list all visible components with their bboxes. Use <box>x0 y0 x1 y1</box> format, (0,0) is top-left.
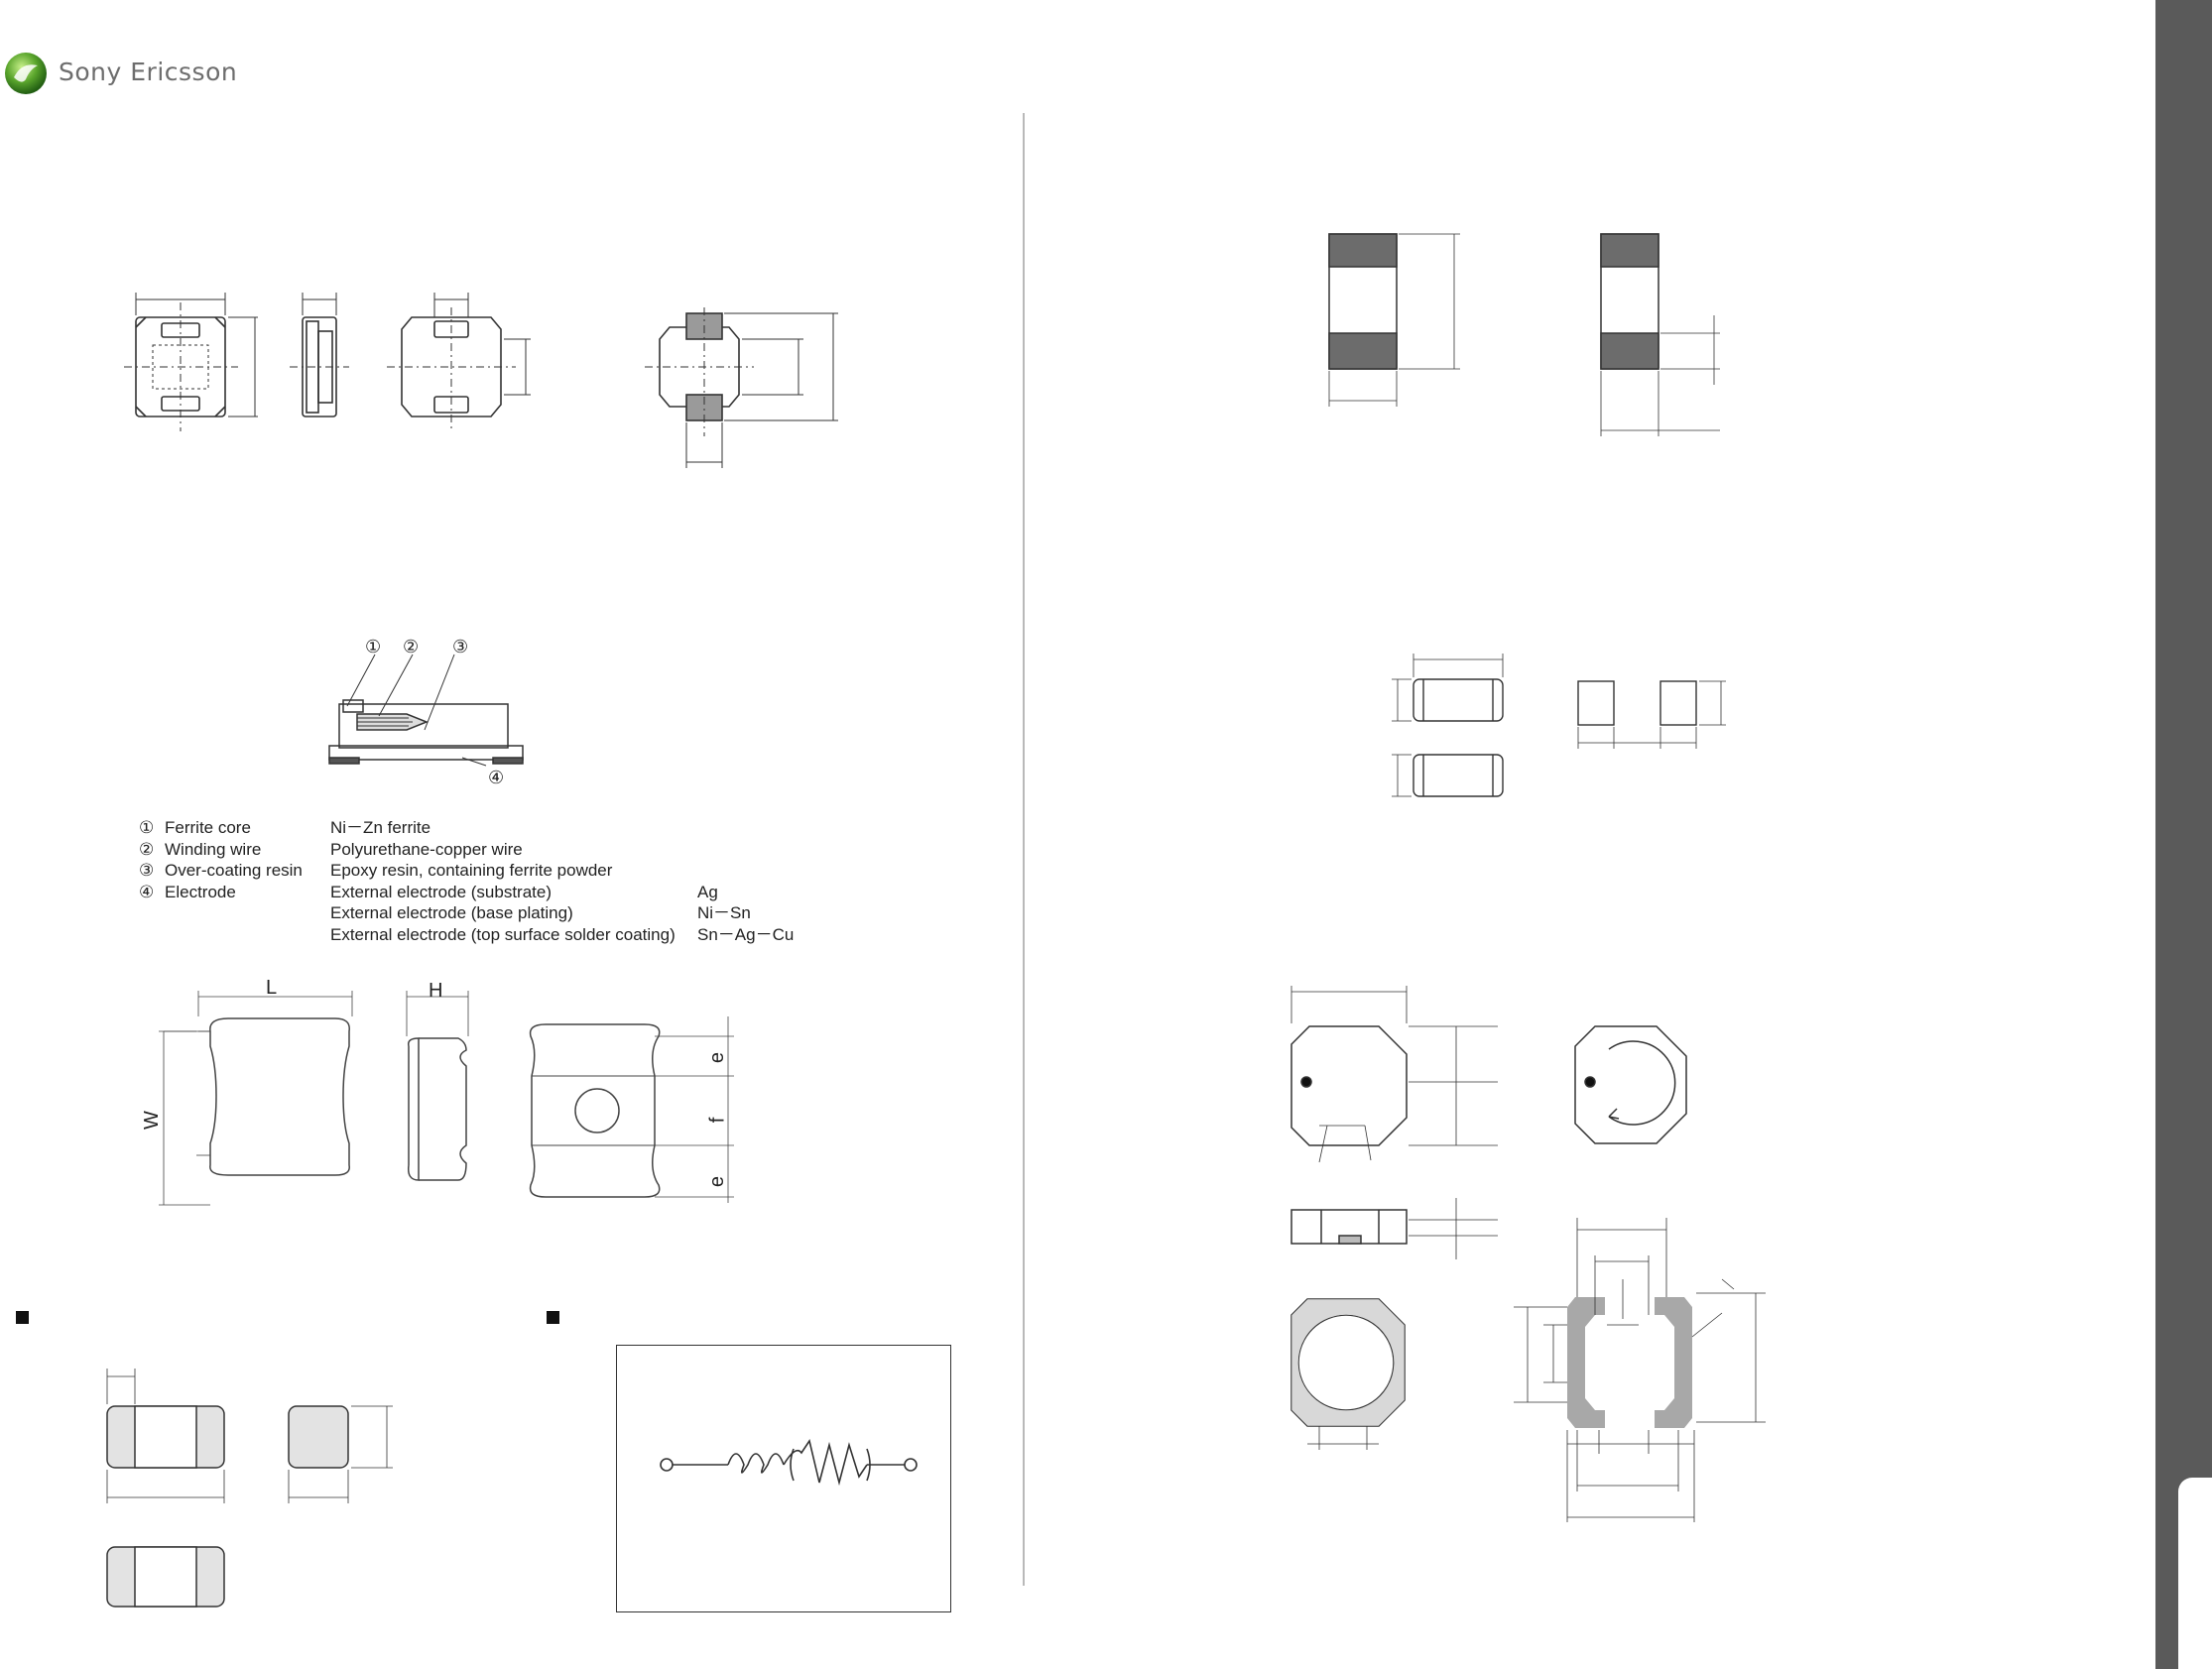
top-view <box>124 293 258 431</box>
bottom-view <box>387 293 531 431</box>
inductor-resistor-symbol <box>660 1439 918 1487</box>
brand-name: Sony Ericsson <box>59 58 238 86</box>
small-chips-drawing <box>1392 654 1726 797</box>
material-name: Polyurethane-copper wire <box>330 839 523 859</box>
brand-logo: Sony Ericsson <box>4 50 252 97</box>
material-part: Ferrite core <box>165 818 251 837</box>
side-tab-notch <box>2178 1478 2212 1669</box>
material-extra: Ag <box>697 882 718 901</box>
callout-3: ③ <box>452 637 469 656</box>
callout-1: ① <box>365 637 382 656</box>
material-part: Winding wire <box>165 839 262 859</box>
dim-label-h: H <box>429 980 443 1002</box>
land-pattern-view <box>645 307 838 468</box>
dim-label-l: L <box>266 977 278 999</box>
structure-cross-section <box>328 654 524 767</box>
material-extra: Sn－Ag－Cu <box>697 924 795 944</box>
chip-drawing <box>106 1369 393 1608</box>
equivalent-circuit-box <box>616 1345 951 1612</box>
section-bullet-center <box>547 1311 559 1324</box>
materials-table: ① Ferrite core Ni－Zn ferrite ② Winding w… <box>139 817 833 956</box>
dimension-drawing-lhw <box>159 991 734 1206</box>
callout-4: ④ <box>488 768 505 787</box>
material-name: Epoxy resin, containing ferrite powder <box>330 861 613 880</box>
dim-label-w: W <box>140 1111 163 1130</box>
material-name: Ni－Zn ferrite <box>330 818 431 837</box>
material-num: ② <box>139 839 155 859</box>
side-view <box>290 293 349 417</box>
material-name: External electrode (substrate) <box>330 882 552 901</box>
material-num: ④ <box>139 882 155 901</box>
sony-ericsson-logo-icon <box>5 53 47 94</box>
material-extra: Ni－Sn <box>697 903 751 922</box>
octagon-inductor-drawing <box>1290 986 1766 1522</box>
materials-row: ① <box>139 818 155 837</box>
chip-pair-drawing <box>1328 233 1720 436</box>
material-name: External electrode (base plating) <box>330 903 573 922</box>
dim-label-f: f <box>706 1117 729 1124</box>
column-divider <box>1023 113 1025 1586</box>
material-part: Electrode <box>165 882 236 901</box>
material-name: External electrode (top surface solder c… <box>330 924 676 944</box>
callout-2: ② <box>403 637 420 656</box>
dim-label-e-bottom: e <box>706 1175 729 1188</box>
section-bullet-left <box>16 1311 29 1324</box>
material-num: ③ <box>139 861 155 880</box>
inductor-outline-drawing <box>124 293 838 468</box>
dim-label-e-top: e <box>706 1051 729 1064</box>
material-part: Over-coating resin <box>165 861 303 880</box>
side-tab-bar <box>2155 0 2212 1669</box>
